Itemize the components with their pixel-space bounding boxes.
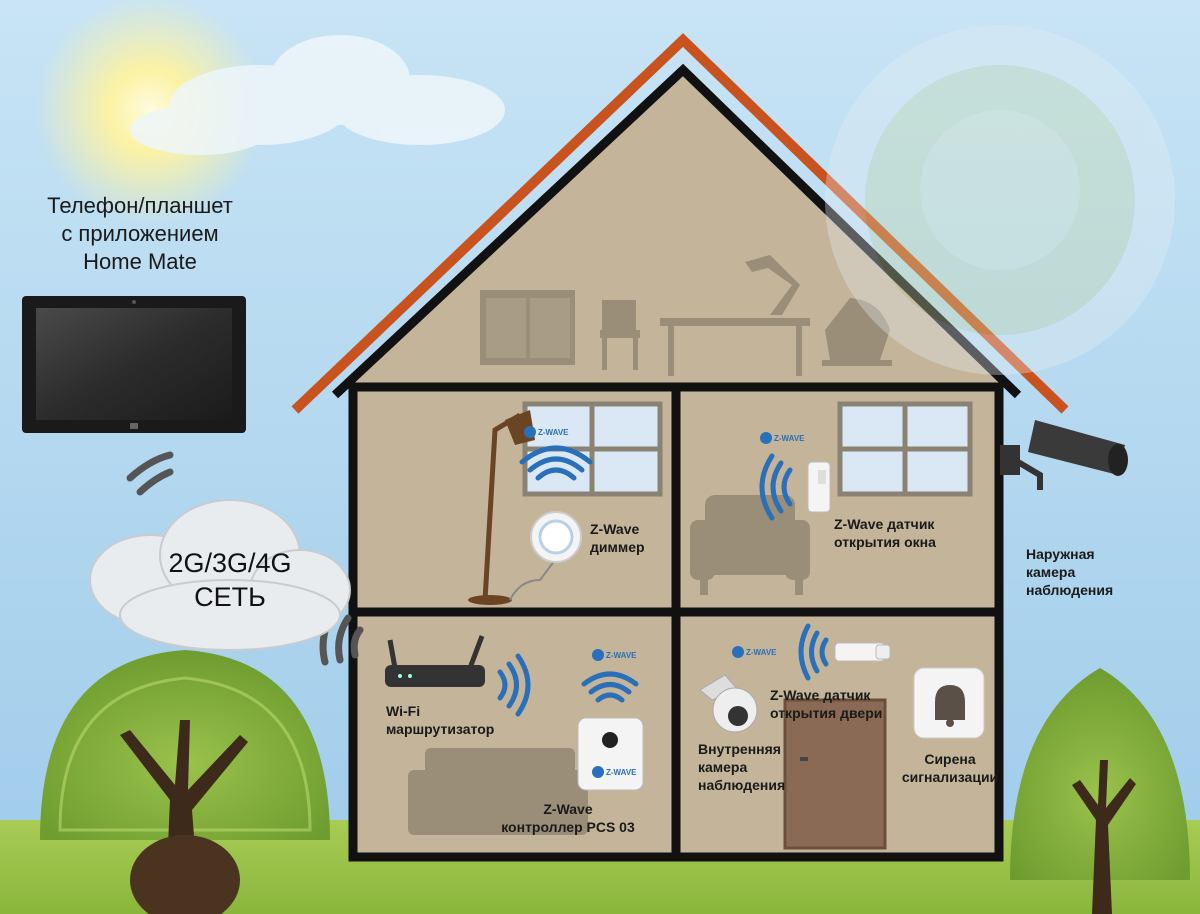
tablet-device — [22, 296, 246, 433]
sky-clouds — [130, 35, 505, 155]
right-tree — [1010, 668, 1190, 914]
router-label: Wi-Fi маршрутизатор — [386, 703, 495, 737]
door-sensor-label: Z-Wave датчик открытия двери — [770, 687, 883, 721]
network-label: 2G/3G/4G СЕТЬ — [168, 548, 292, 612]
outdoor-camera-label: Наружная камера наблюдения — [1026, 546, 1114, 598]
door — [783, 698, 887, 850]
router-device — [385, 635, 485, 687]
signal-arcs — [497, 445, 829, 717]
attic-furniture — [480, 255, 892, 376]
zwave-badges: Z-WAVE Z-WAVE Z-WAVE Z-WAVE Z-WAVE — [524, 426, 805, 778]
svg-text:Z-WAVE: Z-WAVE — [746, 648, 777, 657]
svg-text:Z-WAVE: Z-WAVE — [774, 434, 805, 443]
phone-label: Телефон/планшет с приложением Home Mate — [47, 193, 233, 274]
sofa — [408, 748, 588, 835]
watermark-logo — [825, 25, 1175, 375]
window-sensor-label: Z-Wave датчик открытия окна — [834, 516, 936, 550]
svg-text:Z-WAVE: Z-WAVE — [538, 428, 569, 437]
door-sensor-device — [834, 642, 891, 662]
roof-outer — [291, 33, 1069, 414]
network-cloud — [89, 499, 351, 651]
sun — [35, 0, 265, 225]
siren-label: Сирена сигнализации — [901, 751, 999, 785]
left-tree — [40, 650, 330, 914]
dimmer-label: Z-Wave диммер — [590, 521, 645, 555]
indoor-camera-device — [699, 674, 758, 733]
cellular-arcs — [126, 451, 364, 666]
outdoor-camera-device — [1000, 420, 1128, 490]
indoor-camera-label: Внутренняя камера наблюдения — [698, 741, 786, 793]
window-sensor-device — [807, 461, 831, 513]
roof-inner — [331, 63, 1022, 399]
room2-window — [837, 401, 973, 497]
siren-device — [913, 667, 985, 739]
dimmer-device — [530, 511, 582, 563]
svg-text:Z-WAVE: Z-WAVE — [606, 768, 637, 777]
controller-label: Z-Wave контроллер PCS 03 — [501, 801, 635, 835]
controller-device — [577, 717, 644, 791]
svg-text:Z-WAVE: Z-WAVE — [606, 651, 637, 660]
